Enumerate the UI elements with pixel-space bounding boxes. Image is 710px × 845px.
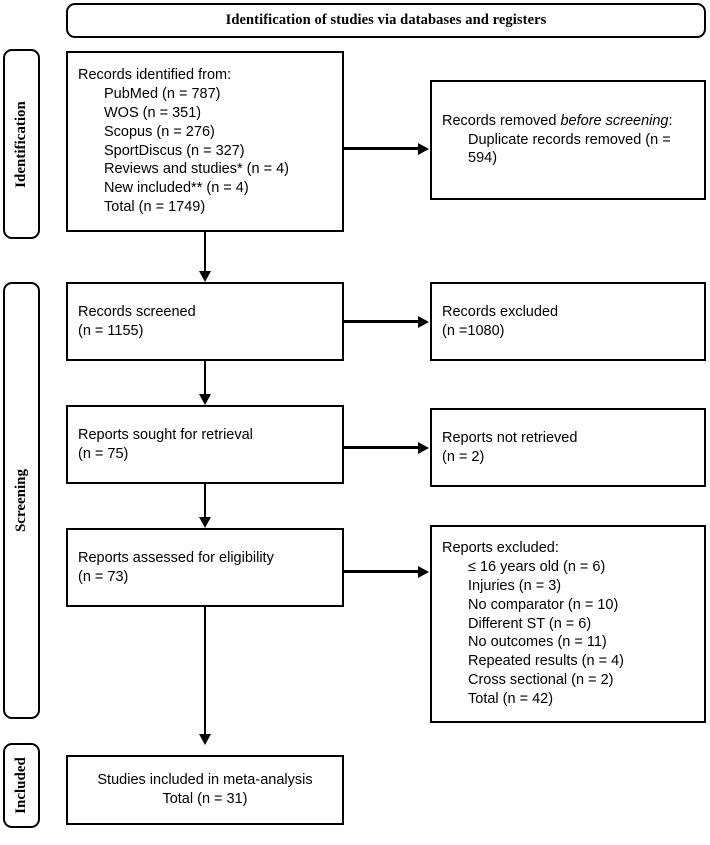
connector-sought-to-assessed [203,484,206,517]
box-label: Studies included in meta-analysis [97,772,313,789]
phase-label-text: Screening [13,468,29,533]
source-sportdiscus: SportDiscus (n = 327) [104,142,245,159]
box-reports-not-retrieved: Reports not retrieved (n = 2) [430,408,706,487]
reason-no-comparator: No comparator (n = 10) [468,596,619,613]
box-label: Reports not retrieved [442,429,578,446]
reason-total: Total (n = 42) [468,691,554,708]
arrowhead-sought-to-assessed [198,517,211,528]
page-title: Identification of studies via databases … [225,12,547,28]
connector-sought-to-not-retrieved [344,446,418,449]
source-reviews-and-studies: Reviews and studies* (n = 4) [104,161,289,178]
box-records-removed-before-screening: Records removed before screening: Duplic… [430,80,706,200]
box-label: Records screened [78,303,196,320]
reason-no-outcomes: No outcomes (n = 11) [468,634,607,651]
box-heading: Records removed before screening: [442,112,694,131]
box-count: Total (n = 31) [162,791,248,807]
box-heading-prefix: Records removed [442,112,561,129]
reason-different-st: Different ST (n = 6) [468,615,592,632]
source-pubmed: PubMed (n = 787) [104,85,221,102]
box-label: Reports assessed for eligibility [78,549,274,566]
connector-screened-to-excluded [344,320,418,323]
duplicate-records-removed: Duplicate records removed (n = 594) [468,131,671,167]
box-heading: Records identified from: [78,66,232,83]
phase-label-screening: Screening [3,282,40,719]
connector-assessed-to-reports-excluded [344,570,418,573]
box-records-identified: Records identified from: PubMed (n = 787… [66,51,344,232]
source-wos: WOS (n = 351) [104,104,202,121]
box-heading-suffix: : [668,112,673,129]
box-label: Records excluded [442,303,559,320]
phase-label-text: Identification [13,100,30,188]
connector-assessed-to-included [203,607,206,734]
box-count: (n = 75) [78,445,129,462]
box-reports-assessed-for-eligibility: Reports assessed for eligibility (n = 73… [66,528,344,607]
connector-screened-to-sought [203,361,206,394]
box-heading-emphasis: before screening [560,112,669,129]
box-records-screened: Records screened (n = 1155) [66,282,344,361]
source-new-included: New included** (n = 4) [104,180,249,197]
arrowhead-identified-to-removed [418,142,429,155]
phase-label-identification: Identification [3,49,40,239]
box-count: (n = 1155) [78,322,144,339]
source-scopus: Scopus (n = 276) [104,123,215,140]
diagram-header-banner: Identification of studies via databases … [66,3,706,38]
box-records-excluded: Records excluded (n =1080) [430,282,706,361]
box-reports-excluded: Reports excluded: ≤ 16 years old (n = 6)… [430,525,706,723]
box-studies-included: Studies included in meta-analysis Total … [66,755,344,825]
box-label: Reports sought for retrieval [78,426,253,443]
source-total: Total (n = 1749) [104,199,206,216]
reason-age: ≤ 16 years old (n = 6) [468,558,606,575]
arrowhead-screened-to-excluded [418,315,429,328]
connector-identified-to-screened [203,232,206,271]
box-reports-sought-for-retrieval: Reports sought for retrieval (n = 75) [66,405,344,484]
arrowhead-sought-to-not-retrieved [418,441,429,454]
box-count: (n = 73) [78,568,129,585]
arrowhead-screened-to-sought [198,394,211,405]
reason-cross-sectional: Cross sectional (n = 2) [468,672,614,689]
phase-label-included: Included [3,743,40,828]
box-count: (n = 2) [442,448,485,465]
arrowhead-assessed-to-included [198,734,211,745]
arrowhead-assessed-to-reports-excluded [418,565,429,578]
reason-repeated-results: Repeated results (n = 4) [468,653,624,670]
connector-identified-to-removed [344,147,418,150]
reason-injuries: Injuries (n = 3) [468,577,562,594]
arrowhead-identified-to-screened [198,271,211,282]
phase-label-text: Included [13,757,30,814]
box-heading: Reports excluded: [442,539,559,556]
box-count: (n =1080) [442,322,505,339]
